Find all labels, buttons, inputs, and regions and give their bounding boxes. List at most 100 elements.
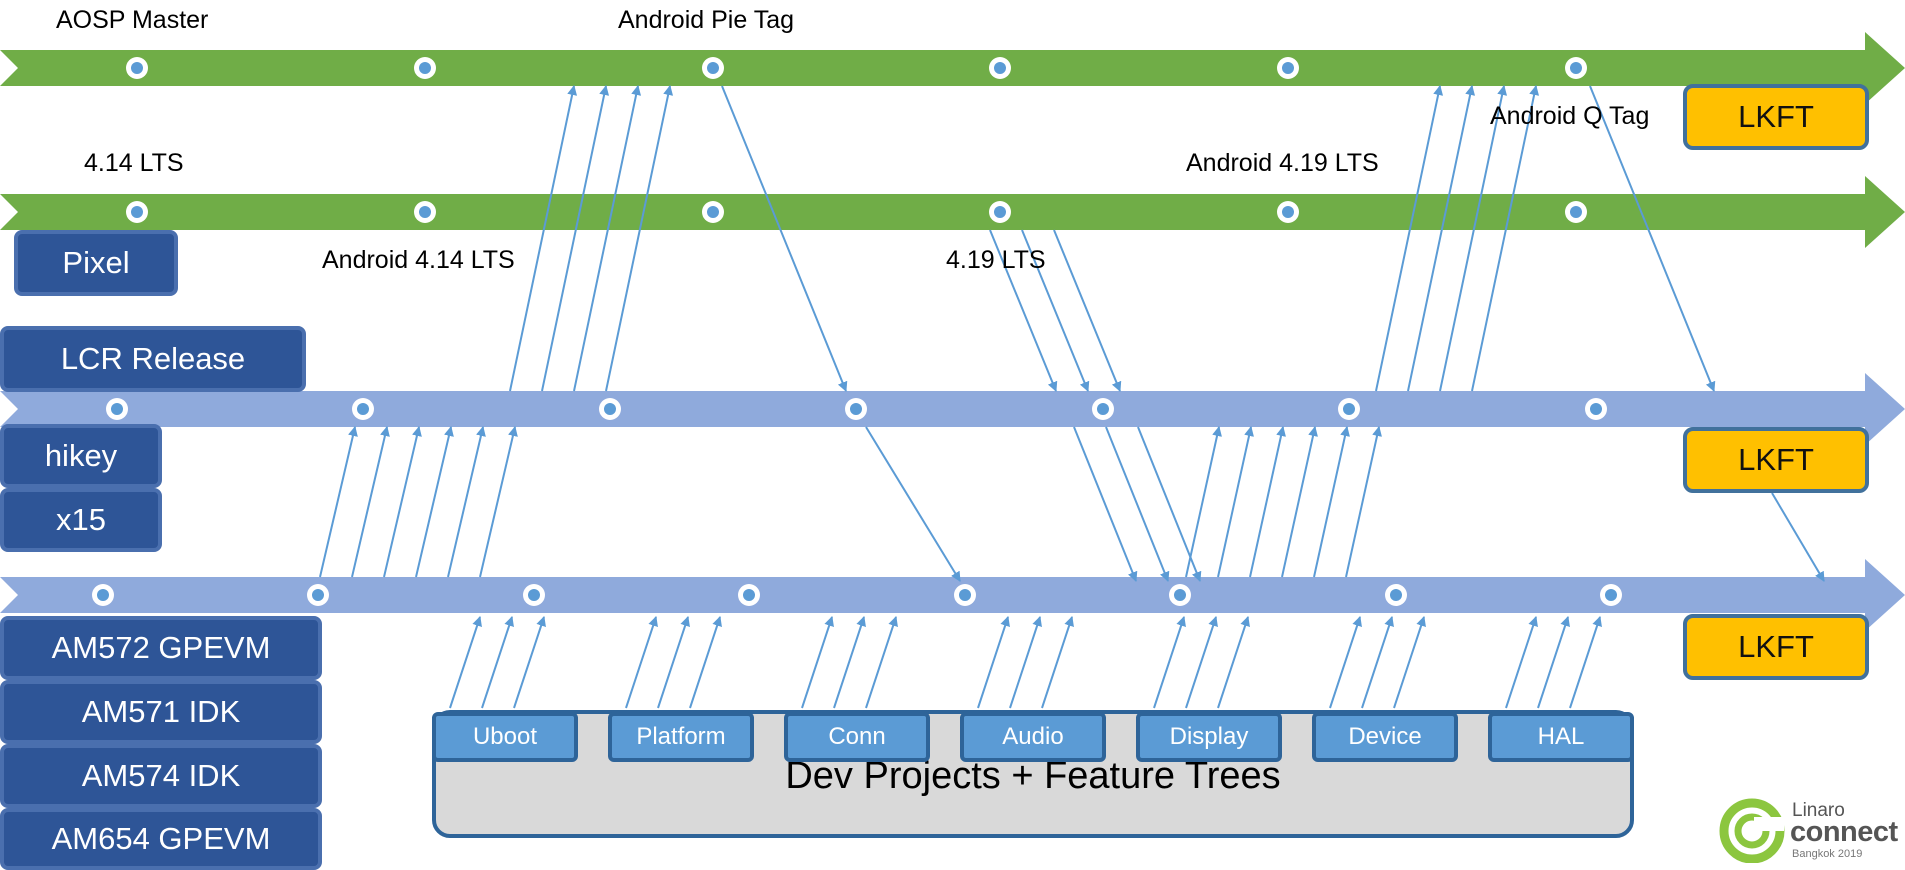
dev-projects-title: Dev Projects + Feature Trees <box>785 755 1281 797</box>
lcr-release-milestone <box>1585 398 1607 420</box>
feature-merge-arrow <box>865 616 898 709</box>
feature-conn: Conn <box>784 712 930 762</box>
logo-location-text: Bangkok 2019 <box>1792 848 1863 860</box>
am574-idk-box: AM574 IDK <box>0 744 322 808</box>
downstream-arrow <box>865 426 961 582</box>
upstream-arrow <box>1439 85 1508 392</box>
aosp-master-milestone <box>1565 57 1587 79</box>
aosp-master-milestone <box>1277 57 1299 79</box>
lts-414-milestone <box>1565 201 1587 223</box>
lcr-release-milestone <box>1092 398 1114 420</box>
downstream-arrow <box>989 229 1058 392</box>
feature-merge-arrow <box>1393 616 1426 709</box>
board-milestone <box>738 584 760 606</box>
feature-merge-arrow <box>1217 616 1250 709</box>
lcr-release-milestone <box>845 398 867 420</box>
linaro-connect-logo-icon <box>1719 798 1785 863</box>
lts-414-milestone <box>414 201 436 223</box>
feature-merge-arrow <box>1569 616 1602 709</box>
upstream-arrow <box>1471 85 1540 392</box>
feature-merge-arrow <box>1185 616 1218 709</box>
feature-merge-arrow <box>449 616 482 709</box>
feature-platform: Platform <box>608 712 754 762</box>
upstream-arrow <box>573 85 642 392</box>
merge-up-arrow <box>415 426 454 578</box>
lts-414-track <box>0 176 1905 248</box>
hikey-box: hikey <box>0 424 162 488</box>
feature-merge-arrow <box>1329 616 1362 709</box>
downstream-arrow <box>1771 492 1825 582</box>
android-414-lts-label: Android 4.14 LTS <box>322 246 515 274</box>
lcr-release-box: LCR Release <box>0 326 306 392</box>
lts-419-label: 4.19 LTS <box>946 246 1046 274</box>
board-milestone <box>92 584 114 606</box>
lts-414-milestone <box>126 201 148 223</box>
pixel-box: Pixel <box>14 230 178 296</box>
aosp-master-milestone <box>702 57 724 79</box>
lcr-release-milestone <box>1338 398 1360 420</box>
lcr-release-milestone <box>599 398 621 420</box>
android-q-tag-label: Android Q Tag <box>1490 102 1650 130</box>
merge-up-arrow <box>1313 426 1350 578</box>
lts-414-milestone <box>702 201 724 223</box>
merge-up-arrow <box>319 426 358 578</box>
feature-merge-arrow <box>801 616 834 709</box>
feature-merge-arrow <box>1505 616 1538 709</box>
merge-up-arrow <box>351 426 390 578</box>
lkft-box-middle: LKFT <box>1683 427 1869 493</box>
android-pie-tag-label: Android Pie Tag <box>618 6 795 34</box>
am654-gpevm-box: AM654 GPEVM <box>0 808 322 870</box>
aosp-master-track <box>0 32 1905 104</box>
feature-uboot: Uboot <box>432 712 578 762</box>
lkft-box-top: LKFT <box>1683 84 1869 150</box>
feature-merge-arrow <box>625 616 658 709</box>
merge-up-arrow <box>1249 426 1286 578</box>
feature-merge-arrow <box>1153 616 1186 709</box>
upstream-arrow <box>605 85 674 392</box>
downstream-arrow <box>1021 229 1090 392</box>
aosp-master-milestone <box>414 57 436 79</box>
am571-idk-box: AM571 IDK <box>0 680 322 744</box>
downstream-arrow <box>1105 426 1170 582</box>
merge-up-arrow <box>1281 426 1318 578</box>
lts-414-label: 4.14 LTS <box>84 149 184 177</box>
upstream-arrow <box>1375 85 1444 392</box>
board-milestone <box>1600 584 1622 606</box>
upstream-arrow <box>1407 85 1476 392</box>
lts-414-milestone <box>1277 201 1299 223</box>
feature-merge-arrow <box>481 616 514 709</box>
logo-linaro-text: Linaro <box>1792 800 1845 821</box>
downstream-arrow <box>1073 426 1138 582</box>
feature-merge-arrow <box>1537 616 1570 709</box>
feature-display: Display <box>1136 712 1282 762</box>
feature-audio: Audio <box>960 712 1106 762</box>
merge-up-arrow <box>447 426 486 578</box>
lkft-box-bottom: LKFT <box>1683 614 1869 680</box>
feature-merge-arrow <box>977 616 1010 709</box>
feature-merge-arrow <box>1041 616 1074 709</box>
feature-merge-arrow <box>1361 616 1394 709</box>
upstream-arrow <box>509 85 578 392</box>
aosp-master-milestone <box>989 57 1011 79</box>
aosp-master-milestone <box>126 57 148 79</box>
x15-box: x15 <box>0 488 162 552</box>
downstream-arrow <box>721 85 848 392</box>
feature-device: Device <box>1312 712 1458 762</box>
board-milestone <box>523 584 545 606</box>
board-track <box>0 559 1905 631</box>
upstream-arrow <box>541 85 610 392</box>
aosp-master-label: AOSP Master <box>56 6 209 34</box>
downstream-arrow <box>1589 85 1716 392</box>
board-milestone <box>954 584 976 606</box>
feature-merge-arrow <box>657 616 690 709</box>
merge-up-arrow <box>1345 426 1382 578</box>
feature-merge-arrow <box>833 616 866 709</box>
am572-gpevm-box: AM572 GPEVM <box>0 616 322 680</box>
logo-connect-text: connect <box>1790 816 1898 848</box>
feature-merge-arrow <box>1009 616 1042 709</box>
board-milestone <box>1169 584 1191 606</box>
feature-merge-arrow <box>689 616 722 709</box>
merge-up-arrow <box>479 426 518 578</box>
lcr-release-milestone <box>106 398 128 420</box>
